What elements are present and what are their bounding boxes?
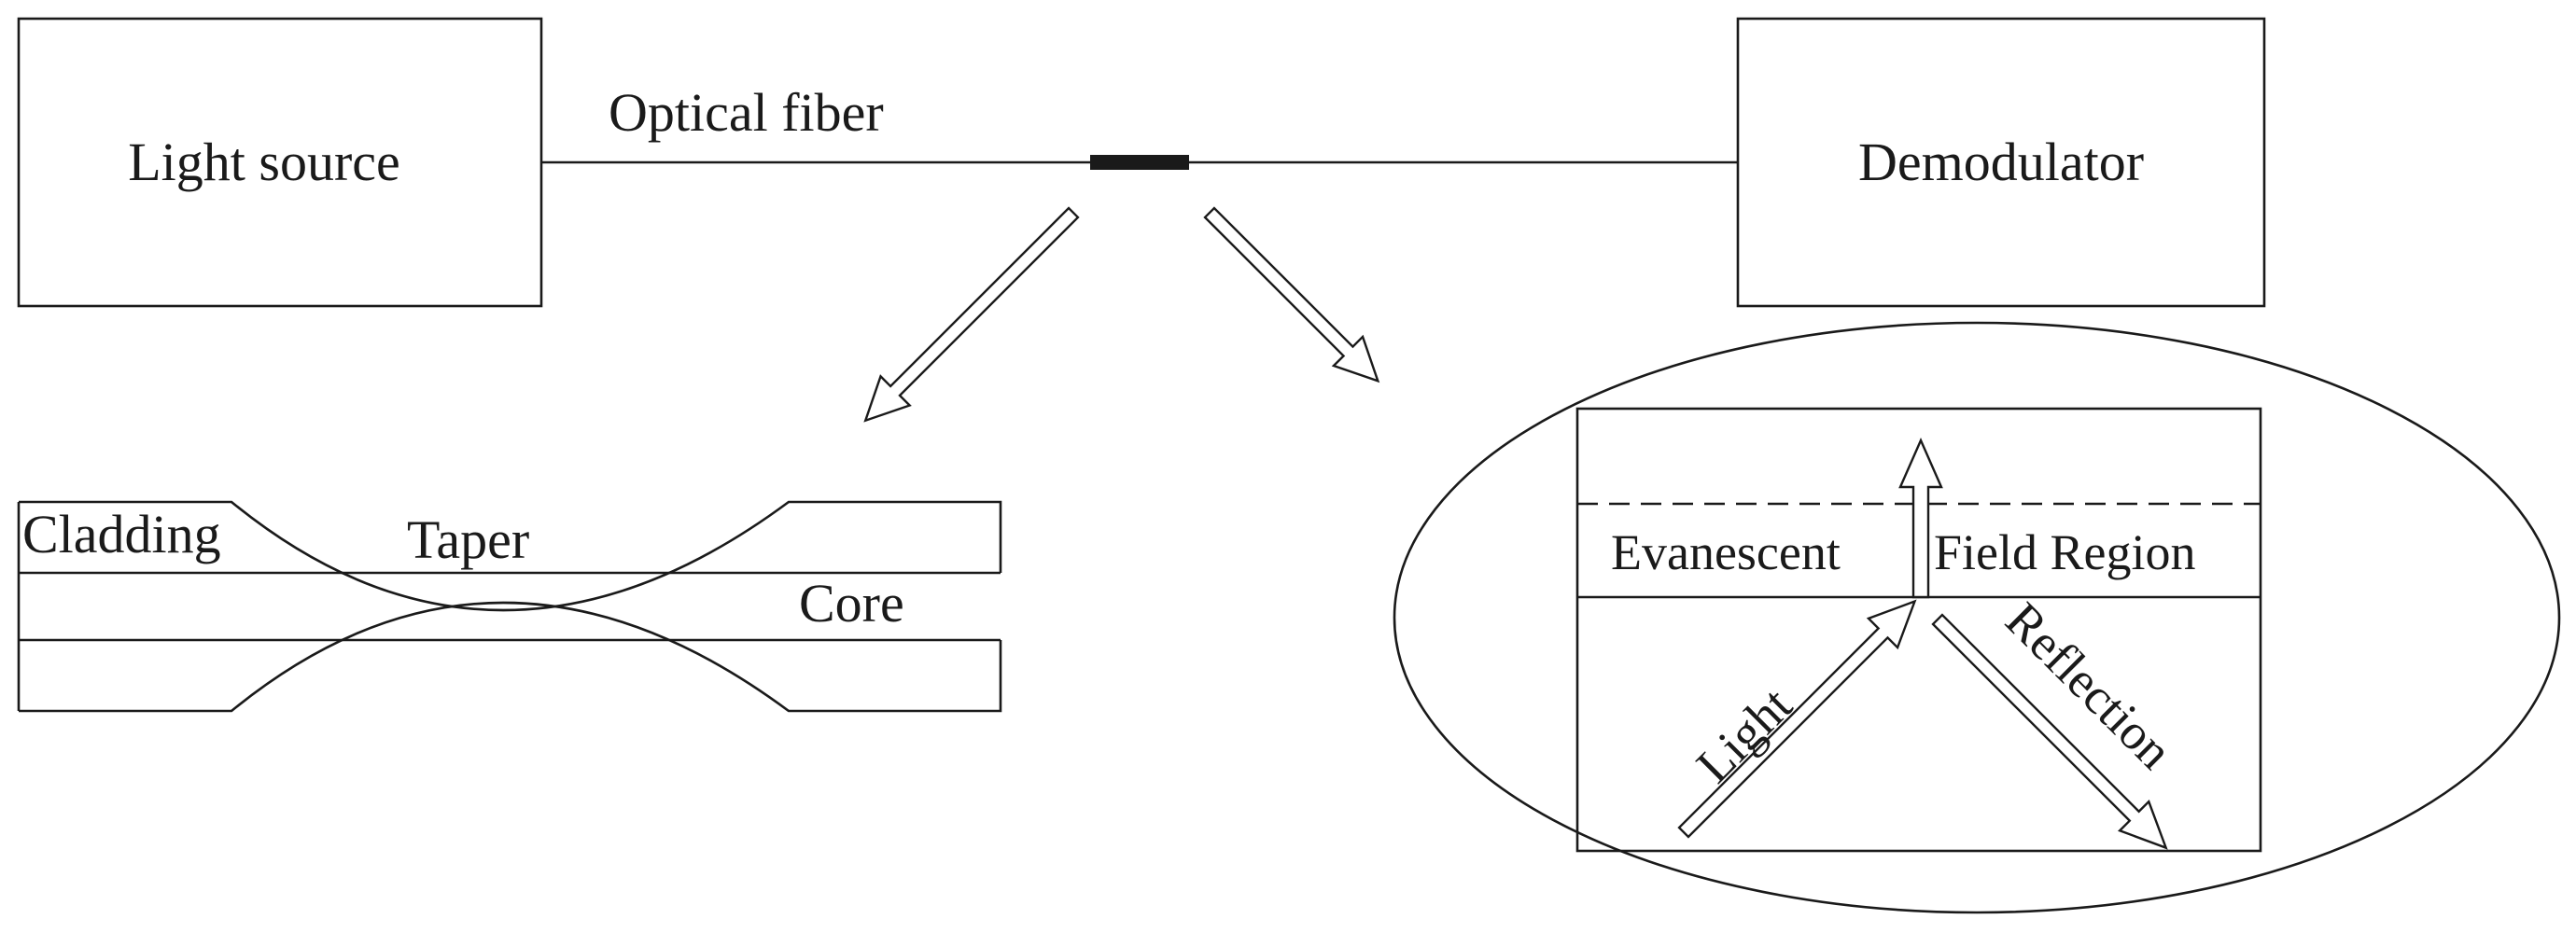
taper-outline-bottom — [19, 601, 1002, 713]
incident-light-arrow — [1677, 599, 1917, 839]
core-label: Core — [799, 573, 904, 634]
demodulator-box — [1736, 17, 2266, 308]
cladding-label: Cladding — [22, 504, 221, 564]
evanescent-label: Evanescent — [1611, 524, 1841, 580]
arrow-to-taper — [863, 206, 1080, 423]
tapered-fiber-detail — [17, 500, 1002, 713]
reflection-label: Reflection — [1995, 592, 2183, 779]
optical-fiber-label: Optical fiber — [609, 82, 884, 143]
detail-ellipse — [1393, 321, 2561, 914]
taper-outline-top — [19, 500, 1002, 612]
evanescent-arrow — [1898, 438, 1943, 599]
light-source-box — [17, 17, 543, 308]
fiber-sensing-segment — [1090, 155, 1189, 170]
demodulator-label: Demodulator — [1858, 132, 2144, 192]
arrow-to-evanescent-view — [1203, 206, 1380, 383]
evanescent-view-box — [1575, 407, 2262, 853]
light-source-label: Light source — [128, 132, 400, 192]
field-region-label: Field Region — [1934, 524, 2196, 580]
taper-label: Taper — [407, 509, 529, 570]
reflection-arrow — [1931, 613, 2168, 850]
